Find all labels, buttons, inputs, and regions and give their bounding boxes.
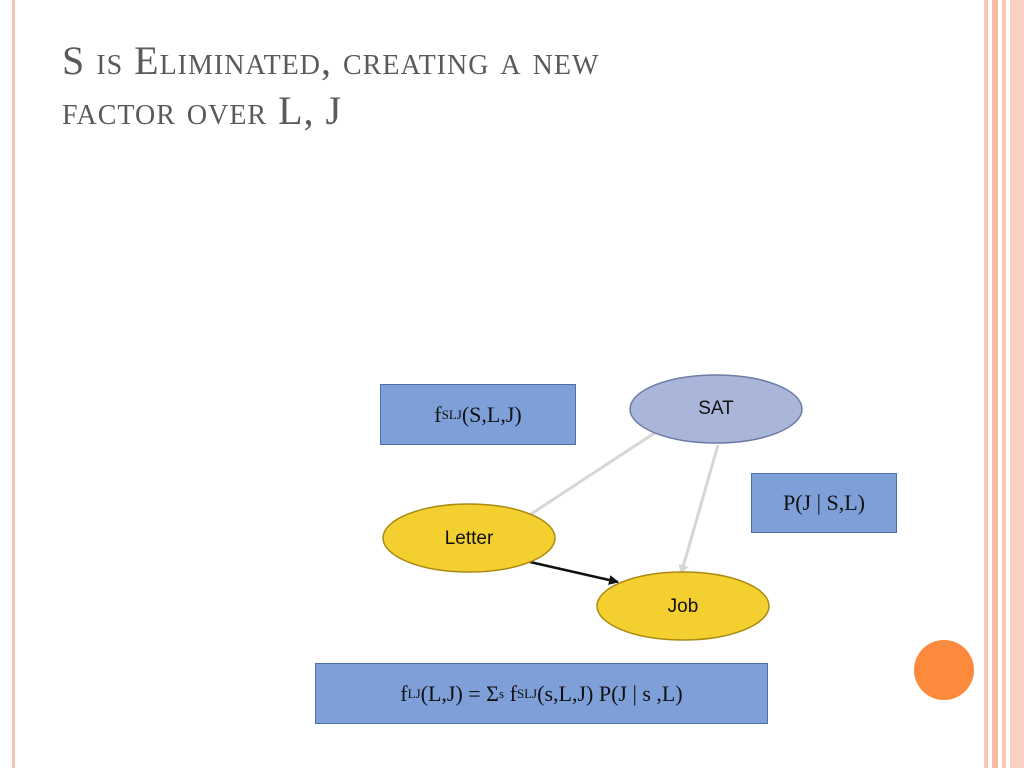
decorative-stripes xyxy=(984,0,1024,768)
fslj-f: f xyxy=(434,401,442,427)
flj-mid: (L,J) = Σ xyxy=(420,680,499,706)
node-letter-label: Letter xyxy=(444,528,494,549)
fslj-sub: SLJ xyxy=(441,406,462,422)
accent-dot xyxy=(914,640,974,700)
cpd-box-pj: P(J | S,L) xyxy=(751,473,897,533)
flj-f2: f xyxy=(504,680,517,706)
node-sat[interactable] xyxy=(629,374,803,444)
edge-letter-job xyxy=(529,560,619,585)
edge-sat-job xyxy=(678,444,720,575)
fslj-args: (S,L,J) xyxy=(461,401,522,427)
title-line-2: factor over L, J xyxy=(62,88,343,133)
flj-f1: f xyxy=(400,680,408,706)
flj-sub2: s xyxy=(499,685,505,701)
slide-frame-left xyxy=(12,0,15,768)
flj-rest: (s,L,J) P(J | s ,L) xyxy=(537,680,683,706)
edge-sat-letter xyxy=(527,430,657,518)
title-line-1: S is Eliminated, creating a new xyxy=(62,38,600,83)
node-job-label: Job xyxy=(667,596,699,617)
node-sat-label: SAT xyxy=(698,398,734,419)
pj-text: P(J | S,L) xyxy=(782,490,866,515)
slide-title: S is Eliminated, creating a new factor o… xyxy=(62,36,862,136)
flj-sub1: LJ xyxy=(407,685,421,701)
node-job[interactable] xyxy=(596,571,770,641)
flj-sub3: SLJ xyxy=(516,685,538,701)
node-letter[interactable] xyxy=(382,503,556,573)
